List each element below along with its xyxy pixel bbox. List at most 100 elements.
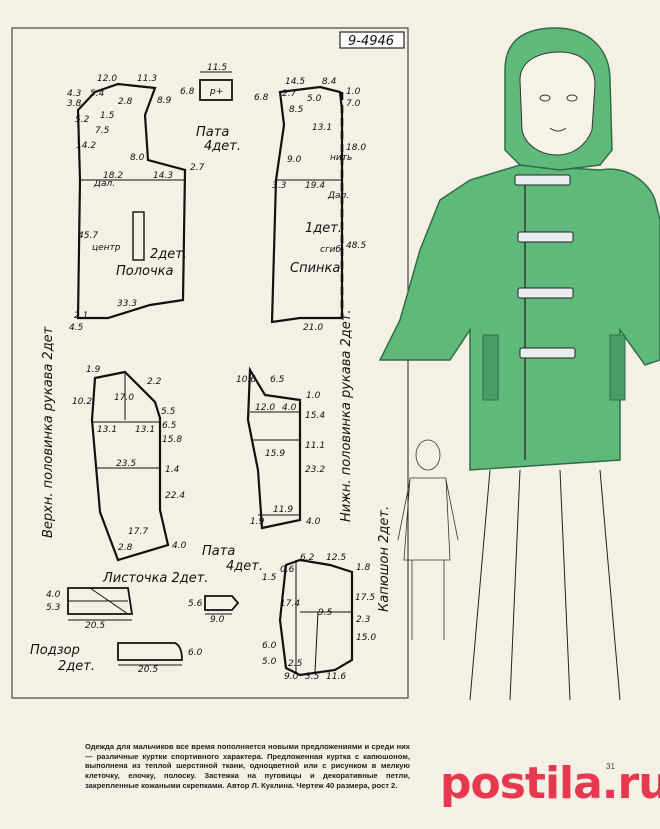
m-kap-1: 6.2 [300,553,315,563]
m-spinka-10: 9.0 [287,155,302,165]
piece-spinka [270,85,344,324]
label-center: центр [92,243,121,253]
m-pata2-1: 9.0 [210,615,225,625]
m-podzor-1: 6.0 [188,648,203,658]
name-pata: Пата [196,125,229,140]
m-st-9: 23.5 [116,459,136,469]
m-st-1: 2.2 [147,377,162,387]
pattern-code-box [339,31,405,49]
m-sb-1: 6.5 [270,375,285,385]
m-polochka-10: 14.2 [76,141,96,151]
m-spinka-1: 8.4 [322,77,337,87]
m-pata-1: 6.8 [180,87,195,97]
m-sb-7: 11.1 [305,441,325,451]
m-polochka-1: 11.3 [137,74,157,84]
m-polochka-3: 2.8 [118,97,133,107]
jacket-illustration [378,27,660,701]
m-polochka-12: 2.7 [190,163,205,173]
count-spinka: 1дет. [305,221,342,236]
m-pata2-0: 5.6 [188,599,203,609]
left-eye [539,94,551,102]
labels-sleeve-top: 1.9 2.2 17.0 5.5 10.2 13.1 13.1 6.5 15.8… [41,326,187,553]
m-kap-14: 11.6 [326,672,346,682]
pattern-frame [11,27,409,699]
labels-polochka: 12.0 11.3 5.4 2.8 4.3 3.8 5.2 7.5 8.9 1.… [67,74,205,333]
m-list-1: 5.3 [46,603,61,613]
name-podzor: Подзор [30,643,80,658]
m-polochka-5: 3.8 [67,99,82,109]
m-st-0: 1.9 [86,365,101,375]
m-polochka-16: 33.3 [117,299,137,309]
m-polochka-6: 5.2 [75,115,90,125]
label-dal-back: Дал. [327,191,349,201]
piece-pata-small [204,595,240,615]
m-polochka-8: 8.9 [157,96,172,106]
m-spinka-7: 7.0 [346,99,361,109]
m-polochka-9: 1.5 [100,111,115,121]
right-pocket [609,334,626,401]
m-sb-4: 4.0 [282,403,297,413]
m-kap-4: 1.5 [262,573,277,583]
page-number: 31 [606,762,615,771]
m-kap-8: 2.3 [356,615,371,625]
pattern-code: 9-4946 [348,34,394,49]
toggle-fasteners [514,174,576,359]
m-st-8: 15.8 [162,435,182,445]
piece-sleeve-top [90,370,170,562]
name-pata2: Пата [202,544,235,559]
m-st-6: 13.1 [135,425,155,435]
m-pata-0: 11.5 [207,63,227,73]
m-st-11: 22.4 [165,491,185,501]
caption-text: Одежда для мальчиков все время пополняет… [85,742,410,790]
m-list-0: 4.0 [46,590,61,600]
m-sb-11: 4.0 [306,517,321,527]
piece-sleeve-bottom [246,366,302,530]
jacket-body [378,164,660,471]
m-kap-7: 17.5 [355,593,375,603]
m-kap-6: 9.5 [318,608,333,618]
m-sb-2: 1.0 [306,391,321,401]
m-st-4: 10.2 [72,397,92,407]
mouth [549,127,567,132]
m-kap-12: 9.0 [284,672,299,682]
m-spinka-0: 14.5 [285,77,305,87]
m-st-5: 13.1 [97,425,117,435]
m-spinka-14: 21.0 [303,323,323,333]
m-spinka-11: 3.3 [272,181,287,191]
piece-podzor [117,642,183,666]
face [519,51,596,156]
m-list-2: 20.5 [85,621,105,631]
m-polochka-11: 8.0 [130,153,145,163]
m-polochka-2: 5.4 [90,89,105,99]
m-polochka-14: 14.3 [153,171,173,181]
m-kap-9: 6.0 [262,641,277,651]
piece-pata-top [199,71,233,101]
m-spinka-8: 13.1 [312,123,332,133]
m-kap-11: 2.5 [288,659,303,669]
count-podzor: 2дет. [58,659,95,674]
m-kap-13: 3.5 [305,672,320,682]
m-st-7: 6.5 [162,421,177,431]
count-pata: 4дет. [204,139,241,154]
m-sb-3: 12.0 [255,403,275,413]
count-pata2: 4дет. [226,559,263,574]
m-polochka-7: 7.5 [95,126,110,136]
m-spinka-4: 5.0 [307,94,322,104]
m-polochka-15: 45.7 [78,231,98,241]
m-sb-5: 15.4 [305,411,325,421]
m-st-13: 2.8 [118,543,133,553]
name-listochka: Листочка 2дет. [102,571,209,586]
legs [469,469,621,701]
name-spinka: Спинка [290,261,340,276]
labels-kapyushon: 0.6 6.2 12.5 1.8 1.5 17.4 9.5 17.5 2.3 1… [262,506,392,682]
name-kapyushon: Капюшон 2дет. [377,506,392,612]
m-kap-15: 15.0 [356,633,376,643]
labels-spinka: 14.5 8.4 6.8 2.7 5.0 1.0 8.5 7.0 13.1 18… [254,77,366,333]
m-kap-10: 5.0 [262,657,277,667]
labels-sleeve-bottom: 10.6 6.5 1.0 12.0 4.0 15.4 15.9 11.1 23.… [236,310,354,527]
name-polochka: Полочка [116,264,174,279]
m-kap-2: 12.5 [326,553,346,563]
right-eye [566,94,578,102]
m-spinka-6: 8.5 [289,105,304,115]
